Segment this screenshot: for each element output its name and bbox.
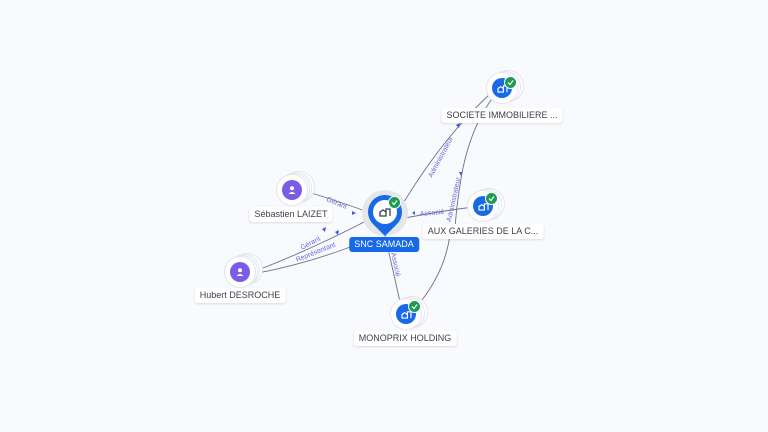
verified-check-icon (485, 192, 498, 205)
node-label-monoprix-holding[interactable]: MONOPRIX HOLDING (353, 331, 457, 346)
edge-monoprix-galeries (421, 234, 451, 301)
person-icon (236, 268, 244, 276)
node-societe-immobiliere[interactable] (486, 70, 524, 104)
edge-label-associe-galeries: Associé (420, 209, 445, 218)
building-icon (400, 310, 412, 319)
verified-check-icon (408, 300, 421, 313)
node-label-aux-galeries[interactable]: AUX GALERIES DE LA C... (422, 224, 544, 239)
edge-label-administrateur-societe: Administrateur (428, 135, 456, 179)
building-icon (379, 208, 391, 217)
node-label-sebastien-laizet[interactable]: Sébastien LAIZET (249, 207, 333, 222)
person-icon (288, 186, 296, 194)
edge-label-administrateur-societe-galeries: Administrateur (446, 176, 462, 222)
edge-label-associe-monoprix: Associé (389, 252, 401, 278)
verified-check-icon (504, 76, 517, 89)
edge-societe-administrateur (397, 91, 493, 213)
edge-desroche-gerant (257, 219, 369, 271)
arrow-icon (412, 211, 415, 215)
node-label-hubert-desroche[interactable]: Hubert DESROCHE (194, 288, 286, 303)
arrow-icon (456, 123, 460, 128)
center-node-label[interactable]: SNC SAMADA (349, 237, 419, 252)
node-sebastien-laizet[interactable] (276, 171, 315, 206)
center-node[interactable] (360, 187, 410, 237)
building-icon (477, 202, 489, 211)
node-label-societe-immobiliere[interactable]: SOCIETE IMMOBILIERE ... (441, 108, 563, 123)
verified-check-icon (388, 196, 401, 209)
arrow-icon (335, 230, 339, 235)
node-monoprix-holding[interactable] (390, 296, 428, 330)
arrow-icon (459, 172, 462, 176)
node-aux-galeries[interactable] (467, 188, 505, 222)
node-hubert-desroche[interactable] (224, 253, 263, 288)
arrow-icon (322, 227, 326, 232)
arrow-icon (352, 211, 356, 215)
